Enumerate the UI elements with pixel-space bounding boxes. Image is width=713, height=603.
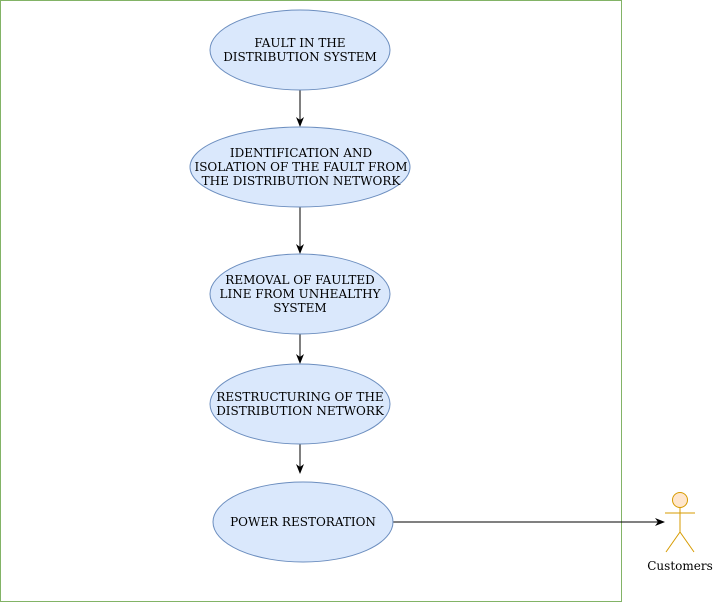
system-boundary — [0, 0, 622, 602]
node-fault-label: FAULT IN THE DISTRIBUTION SYSTEM — [223, 36, 377, 64]
node-restructuring-label: RESTRUCTURING OF THE DISTRIBUTION NETWOR… — [216, 390, 384, 418]
node-restoration-ellipse[interactable] — [212, 481, 394, 563]
actor-customers-label: Customers — [647, 559, 713, 573]
node-fault-ellipse[interactable] — [209, 9, 391, 91]
node-removal-label: REMOVAL OF FAULTED LINE FROM UNHEALTHY S… — [219, 273, 381, 315]
node-removal-ellipse[interactable] — [209, 253, 391, 335]
node-restoration-label: POWER RESTORATION — [230, 515, 376, 529]
node-identification-ellipse[interactable] — [189, 126, 411, 208]
node-restructuring-ellipse[interactable] — [209, 363, 391, 445]
stick-figure-actor-icon[interactable] — [665, 492, 695, 553]
node-identification-label: IDENTIFICATION AND ISOLATION OF THE FAUL… — [194, 146, 408, 188]
